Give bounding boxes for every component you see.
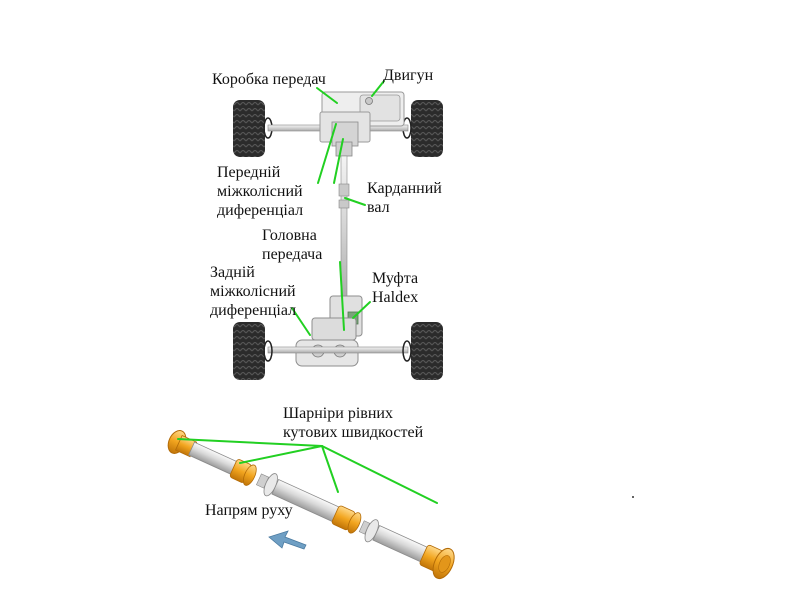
label-direction: Напрям руху (205, 502, 293, 519)
leader-final-drive (339, 261, 345, 331)
leader-cv-3 (321, 445, 339, 493)
stray-dot (632, 496, 634, 498)
leader-lines (177, 80, 438, 504)
label-engine: Двигун (383, 67, 434, 84)
leader-cv-4 (321, 445, 438, 504)
label-final-drive: Головна передача (262, 226, 322, 264)
leader-driveshaft (344, 197, 366, 206)
leader-rear-diff (291, 307, 311, 336)
label-haldex: Муфта Haldex (372, 269, 418, 307)
label-driveshaft-line1: Карданний (367, 180, 442, 197)
rear-drive-unit (295, 295, 363, 367)
label-rear-diff-line1: Задній (210, 264, 255, 281)
leader-haldex (352, 301, 371, 319)
label-haldex-line1: Муфта (372, 270, 419, 287)
label-cv-joints-line2: кутових швидкостей (283, 424, 424, 441)
rear-axle (267, 346, 409, 354)
label-rear-diff-line2: міжколісний (210, 283, 296, 300)
label-final-drive-line2: передача (262, 246, 323, 263)
label-haldex-line2: Haldex (372, 289, 419, 306)
label-driveshaft-line2: вал (367, 199, 390, 216)
label-front-diff: Передній міжколісний диференціал (217, 163, 303, 220)
label-front-diff-line3: диференціал (217, 202, 304, 219)
leader-cv-2 (239, 445, 323, 464)
label-rear-diff: Задній міжколісний диференціал (210, 263, 296, 320)
label-rear-diff-line3: диференціал (210, 302, 297, 319)
direction-arrow (268, 530, 307, 550)
label-cv-joints: Шарніри рівних кутових швидкостей (283, 404, 423, 442)
leader-front-diff-2 (333, 138, 344, 184)
leader-front-diff (317, 123, 337, 184)
label-final-drive-line1: Головна (262, 227, 317, 244)
front-left-wheel (233, 100, 273, 157)
label-front-diff-line1: Передній (217, 164, 281, 181)
label-gearbox: Коробка передач (212, 71, 326, 88)
label-driveshaft: Карданний вал (367, 179, 442, 217)
engine-block (319, 91, 405, 157)
front-right-wheel (402, 100, 443, 157)
driveshaft-illustration (167, 430, 455, 580)
leader-gearbox (316, 87, 338, 104)
rear-right-wheel (402, 322, 443, 380)
leader-engine (371, 80, 385, 97)
rear-left-wheel (233, 322, 273, 380)
label-front-diff-line2: міжколісний (217, 183, 303, 200)
leader-cv-1 (177, 438, 323, 447)
label-cv-joints-line1: Шарніри рівних (283, 405, 393, 422)
